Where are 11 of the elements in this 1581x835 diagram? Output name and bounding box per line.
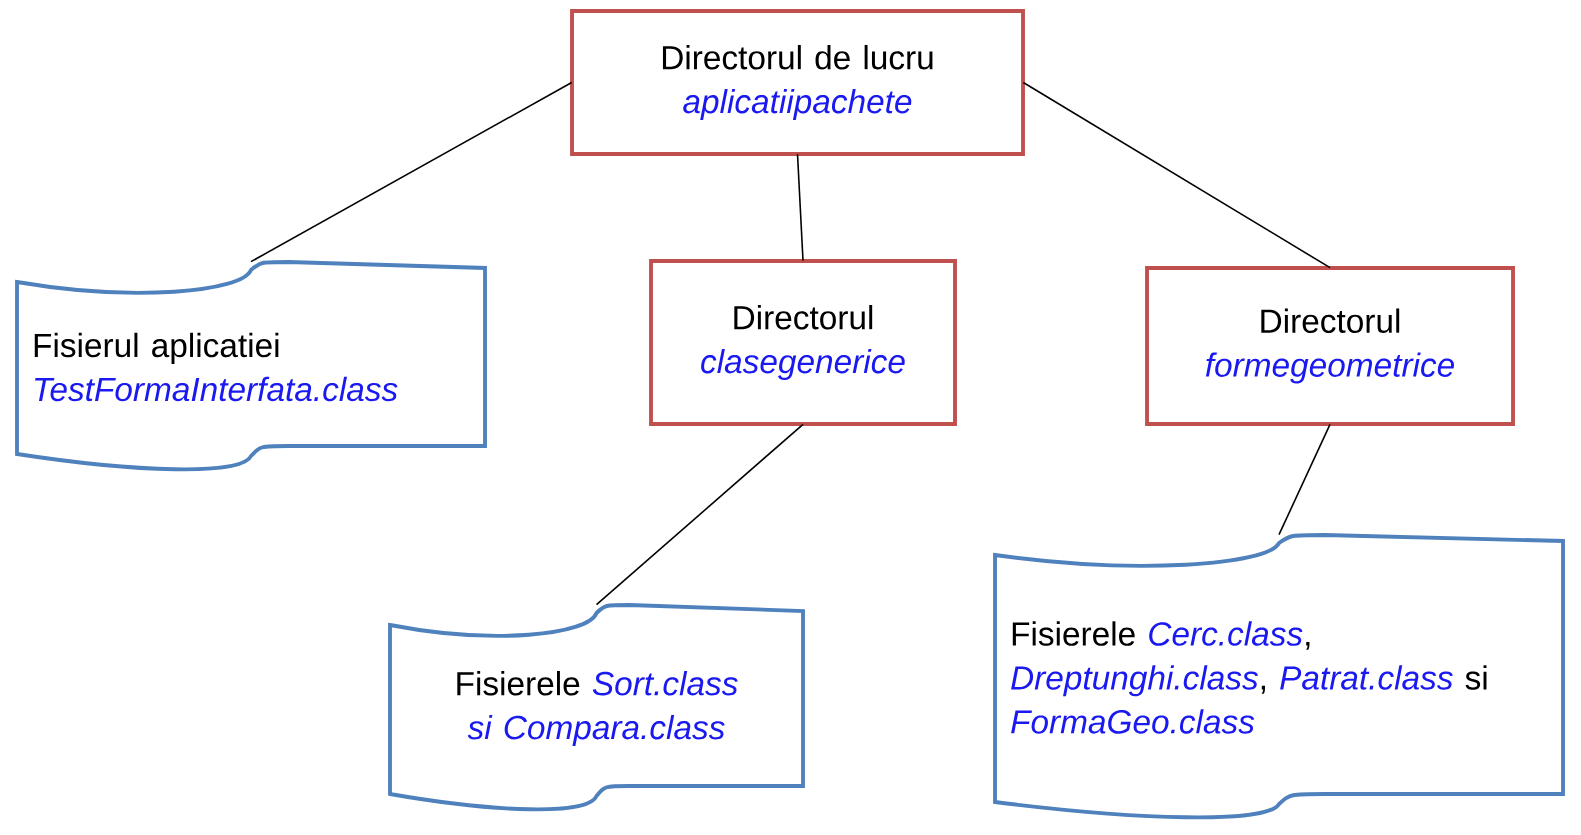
connector-line (250, 81, 573, 263)
directory-box: Directorul formegeometrice (1145, 266, 1515, 426)
document-scroll: Fisierele Cerc.class, Dreptunghi.class, Patrat.class si FormaGeo.class (993, 533, 1565, 820)
connector-line (595, 423, 804, 606)
directory-box: Directorul de lucru aplicatiipachete (570, 9, 1025, 156)
directory-box: Directorul clasegenerice (649, 259, 957, 426)
connector-line (1022, 81, 1331, 269)
connector-line (1278, 423, 1331, 536)
connector-line (796, 153, 804, 262)
document-scroll: Fisierul aplicatiei TestFormaInterfata.class (15, 260, 487, 472)
document-scroll: Fisierele Sort.class si Compara.class (388, 603, 805, 812)
